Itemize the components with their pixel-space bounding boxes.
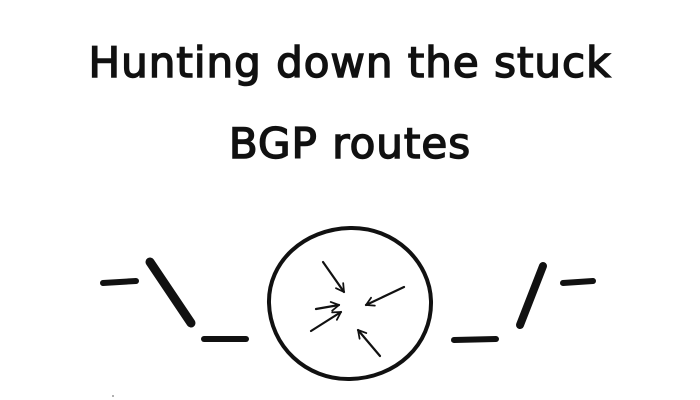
right-hand-dash: [560, 278, 596, 286]
right-slash: [516, 262, 547, 329]
left-arm: [100, 257, 249, 342]
face-outline: [266, 225, 434, 382]
title-line-2: BGP routes: [228, 119, 472, 168]
left-hand-dash: [100, 278, 139, 286]
face-circle: [266, 225, 434, 382]
right-underscore: [451, 336, 499, 343]
title-line-1: Hunting down the stuck: [88, 38, 612, 87]
right-arm: [451, 262, 596, 343]
imploding-arrows-icon: [309, 260, 406, 358]
speck: [112, 395, 114, 397]
left-backslash: [145, 257, 196, 328]
